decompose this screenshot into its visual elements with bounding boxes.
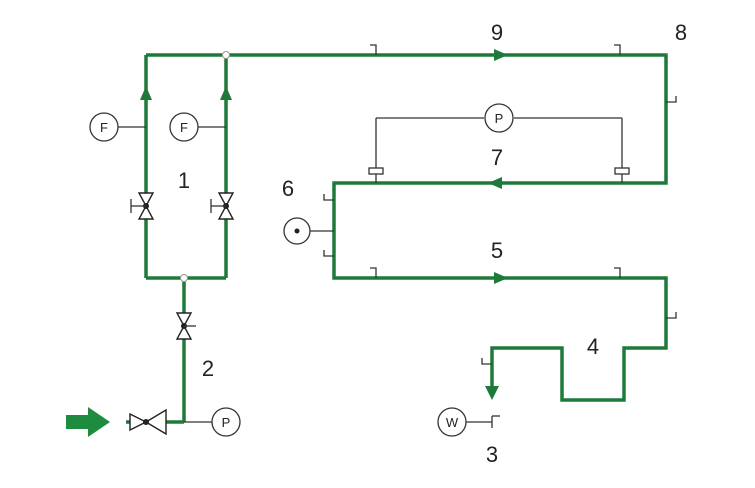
water-meter: W [437,407,500,437]
tap-icon [614,267,621,278]
tap-icon [370,44,377,55]
label-9: 9 [491,20,503,45]
flow-meter-right: F [169,112,226,142]
pressure-gauge-inlet-label: P [222,415,231,430]
valve-icon [175,312,196,340]
junction-dot [180,274,188,282]
flow-meter-right-label: F [180,120,188,135]
flow-meter-left-label: F [100,120,108,135]
flow-arrow-icon [494,49,508,61]
flow-meter-left: F [89,112,146,142]
tap-icon [323,250,334,257]
label-3: 3 [486,442,498,467]
tap-icon [614,44,621,55]
label-6: 6 [282,176,294,201]
tap-icon [323,194,334,201]
label-4: 4 [587,334,599,359]
inlet-arrow-icon [66,407,110,437]
pressure-gauge-differential-label: P [495,111,504,126]
pressure-gauge-differential: P [368,103,630,183]
junction-dot [222,51,230,59]
label-5: 5 [491,238,503,263]
valve-icon [210,192,235,220]
pressure-taps [323,44,677,365]
pressure-gauge-inlet: P [184,407,241,437]
water-meter-label: W [446,415,459,430]
flow-arrow-icon [220,86,232,100]
tap-icon [370,267,377,278]
valve-icon [130,192,155,220]
tap-icon [666,312,677,319]
flow-arrow-icon [494,272,508,284]
inlet-valve-icon [129,408,167,436]
flow-arrow-icon [140,86,152,100]
label-7: 7 [491,145,503,170]
flow-arrow-icon [488,177,502,189]
main-pipe-run [146,53,668,402]
tap-icon [481,358,492,365]
outlet-arrow-icon [485,386,499,400]
junctions [180,51,230,282]
label-1: 1 [178,168,190,193]
label-2: 2 [202,356,214,381]
label-8: 8 [675,20,687,45]
flow-arrows [140,49,508,400]
rotary-meter-icon [283,217,334,245]
tap-icon [666,96,677,103]
